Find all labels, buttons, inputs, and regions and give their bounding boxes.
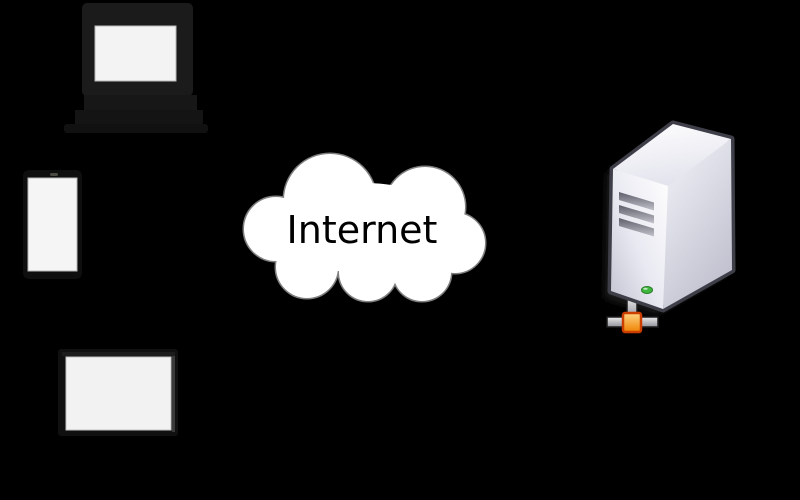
smartphone-icon: [23, 170, 82, 279]
laptop-base: [75, 110, 203, 124]
cloud-icon: Internet: [242, 152, 487, 303]
link-phone-cloud: [79, 223, 251, 230]
link-monitor-cloud: [169, 273, 301, 382]
server-vent: [619, 205, 654, 224]
server-icon: [605, 120, 736, 334]
cloud-label: Internet: [287, 208, 438, 252]
monitor-icon: [58, 349, 178, 436]
laptop-base-bottom: [64, 124, 208, 133]
connector-plug: [621, 311, 643, 334]
server-led-highlight: [643, 287, 648, 290]
network-connector: [606, 296, 659, 334]
server-vents: [619, 192, 654, 237]
server-power-led: [641, 286, 653, 294]
phone-speaker: [50, 173, 58, 176]
monitor-frame-top: [62, 352, 175, 356]
server-vent: [619, 192, 654, 211]
laptop-hinge: [84, 95, 197, 110]
server-side-face: [663, 139, 732, 309]
server-vent: [619, 218, 654, 237]
cloud-fill: [244, 154, 485, 301]
laptop-screen: [94, 25, 177, 82]
server-top-face: [613, 124, 731, 186]
phone-screen: [27, 177, 78, 272]
server-front-face: [611, 169, 668, 309]
monitor-screen: [65, 356, 172, 431]
monitor-frame-edge: [172, 353, 175, 432]
laptop-icon: [64, 3, 208, 133]
